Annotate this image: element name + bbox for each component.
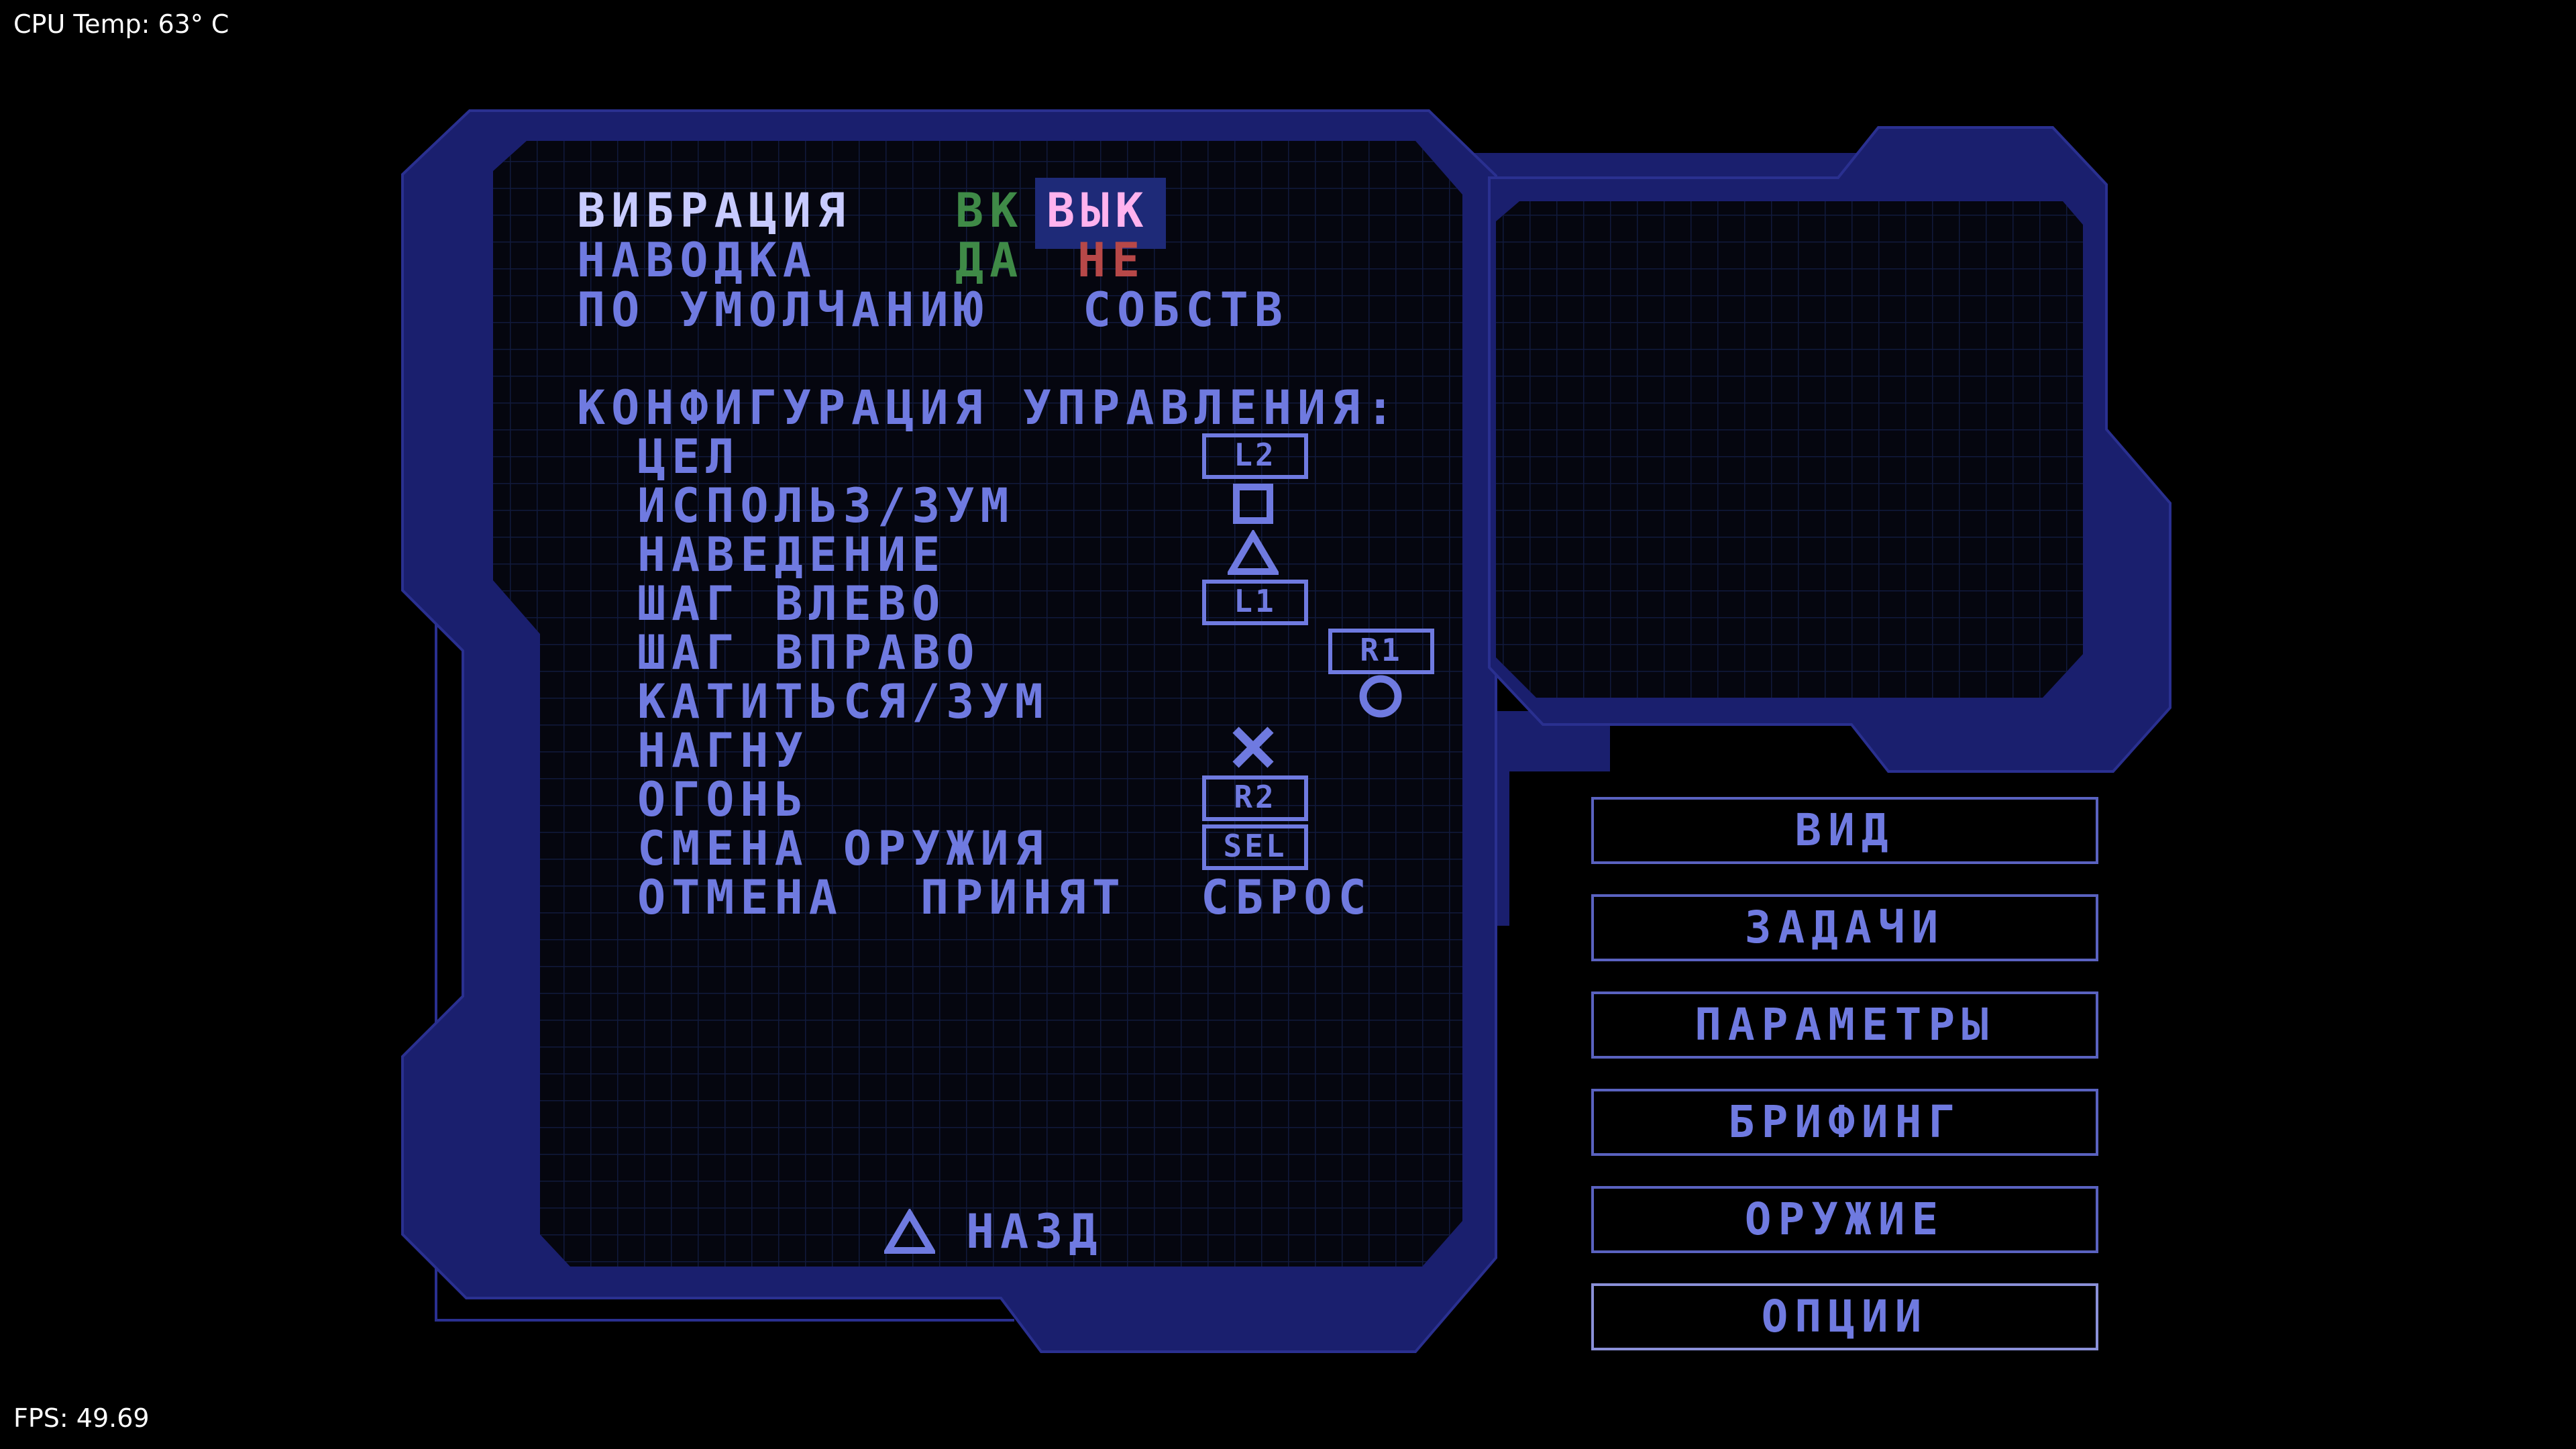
vibration-off-highlight — [1035, 178, 1166, 249]
aiming-label[interactable]: НАВОДКА — [577, 233, 818, 288]
fps-readout: FPS: 49.69 — [13, 1403, 150, 1433]
select-button-icon: SEL — [1202, 824, 1308, 870]
cpu-temp-readout: CPU Temp: 63° C — [13, 9, 229, 39]
circle-button-icon — [1359, 675, 1402, 718]
control-action-crouch[interactable]: НАГНУ — [637, 723, 809, 778]
back-button[interactable]: НАЗД — [966, 1204, 1104, 1259]
aiming-yes-option[interactable]: ДА — [955, 233, 1024, 288]
square-button-icon — [1233, 484, 1273, 524]
reset-button[interactable]: СБРОС — [1201, 870, 1373, 925]
controls-heading: КОНФИГУРАЦИЯ УПРАВЛЕНИЯ: — [577, 380, 1401, 435]
control-action-roll-zoom[interactable]: КАТИТЬСЯ/ЗУМ — [637, 674, 1049, 729]
menu-button-view[interactable]: ВИД — [1794, 804, 1895, 856]
cross-button-icon — [1232, 727, 1274, 768]
menu-button-weapons[interactable]: ОРУЖИЕ — [1744, 1193, 1945, 1245]
preset-default-option[interactable]: ПО УМОЛЧАНИЮ — [577, 282, 989, 337]
aiming-no-option[interactable]: НЕ — [1077, 233, 1146, 288]
vibration-off-option[interactable]: ВЫК — [1046, 183, 1150, 238]
menu-button-options[interactable]: ОПЦИИ — [1761, 1291, 1929, 1342]
preset-custom-option[interactable]: СОБСТВ — [1083, 282, 1289, 337]
menu-button-tasks[interactable]: ЗАДАЧИ — [1744, 902, 1945, 953]
cancel-button[interactable]: ОТМЕНА — [637, 870, 843, 925]
control-action-lock-on[interactable]: НАВЕДЕНИЕ — [637, 527, 947, 582]
control-action-aim[interactable]: ЦЕЛ — [637, 429, 741, 484]
vibration-on-option[interactable]: ВК — [955, 183, 1024, 238]
triangle-button-icon — [1228, 530, 1279, 575]
control-action-strafe-left[interactable]: ШАГ ВЛЕВО — [637, 576, 947, 631]
r1-button-icon: R1 — [1328, 629, 1434, 674]
accept-button[interactable]: ПРИНЯТ — [920, 870, 1126, 925]
menu-button-briefing[interactable]: БРИФИНГ — [1727, 1096, 1962, 1148]
r2-button-icon: R2 — [1202, 775, 1308, 821]
back-triangle-icon — [884, 1209, 935, 1254]
control-action-strafe-right[interactable]: ШАГ ВПРАВО — [637, 625, 981, 680]
vibration-label[interactable]: ВИБРАЦИЯ — [577, 183, 852, 238]
control-action-use-zoom[interactable]: ИСПОЛЬЗ/ЗУМ — [637, 478, 1015, 533]
l2-button-icon: L2 — [1202, 433, 1308, 479]
control-action-switch-weapon[interactable]: СМЕНА ОРУЖИЯ — [637, 821, 1049, 876]
l1-button-icon: L1 — [1202, 580, 1308, 625]
menu-button-parameters[interactable]: ПАРАМЕТРЫ — [1695, 999, 1995, 1051]
control-action-fire[interactable]: ОГОНЬ — [637, 772, 809, 827]
